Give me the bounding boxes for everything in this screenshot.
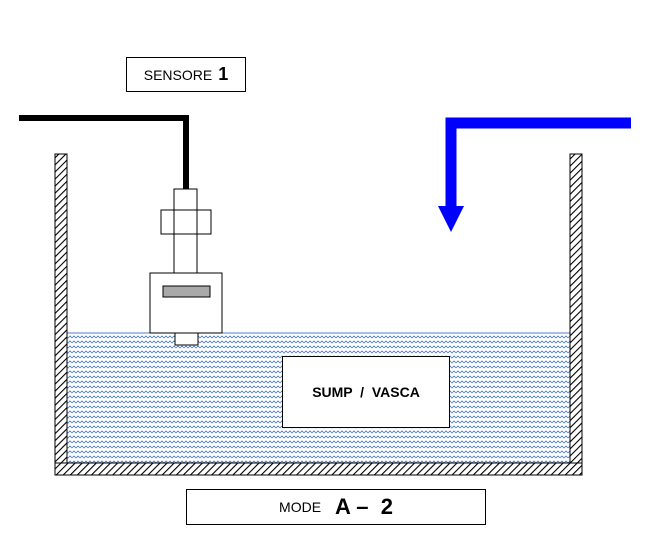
mode-label-prefix: MODE bbox=[279, 499, 322, 515]
sensor-probe-tip bbox=[174, 332, 199, 346]
tank-bottom bbox=[54, 462, 583, 476]
tank-left-wall bbox=[54, 153, 68, 465]
mode-label-value: A – 2 bbox=[335, 494, 393, 519]
sump-label: SUMP / VASCA bbox=[282, 356, 450, 428]
sensor-cable bbox=[19, 115, 189, 190]
mode-label: MODE A – 2 bbox=[186, 489, 486, 525]
inflow-arrow-icon bbox=[438, 206, 464, 232]
tank-right-wall bbox=[569, 153, 583, 465]
sensor-window bbox=[162, 285, 211, 298]
sensor-body bbox=[149, 272, 223, 334]
sensor-label: SENSORE 1 bbox=[126, 57, 246, 92]
sump-label-text: SUMP / VASCA bbox=[312, 384, 420, 400]
sensor-label-number: 1 bbox=[218, 64, 229, 84]
sensor-nut bbox=[160, 209, 212, 235]
sensor-label-prefix: SENSORE bbox=[143, 66, 213, 83]
inflow-pipe bbox=[445, 117, 631, 210]
